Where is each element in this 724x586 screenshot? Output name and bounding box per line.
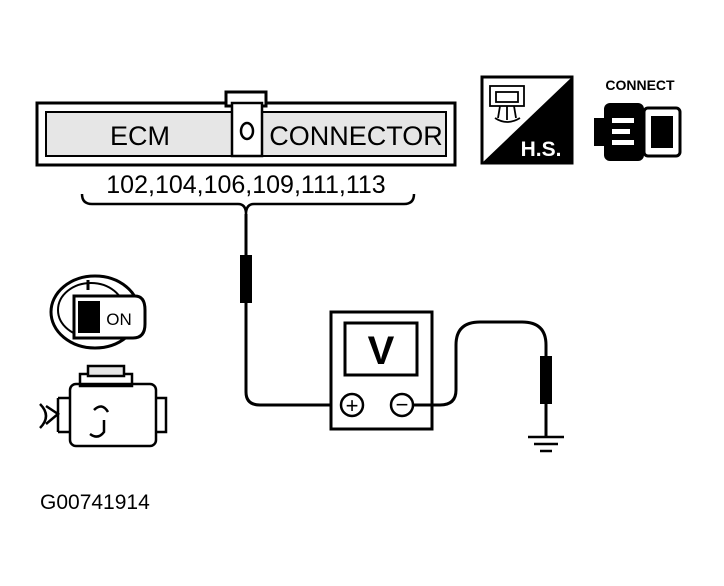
harness-side-badge: H.S. xyxy=(480,75,574,165)
ignition-on-label: ON xyxy=(106,310,132,329)
negative-probe xyxy=(540,356,552,404)
connector-lock-icon xyxy=(239,121,255,141)
connector-plug-icon xyxy=(594,103,682,161)
positive-probe xyxy=(240,255,252,303)
connector-title-label: CONNECTOR xyxy=(269,121,443,151)
ignition-key-icon: ON xyxy=(49,274,147,350)
figure-id: G00741914 xyxy=(40,491,150,514)
positive-terminal xyxy=(339,392,365,418)
negative-terminal-sign: − xyxy=(396,392,409,417)
ground-symbol-icon xyxy=(528,435,564,453)
connector-ecm-label: ECM xyxy=(110,121,170,151)
connect-badge: CONNECT xyxy=(594,77,682,161)
harness-side-label: H.S. xyxy=(521,138,562,161)
voltmeter-display xyxy=(343,321,419,377)
voltmeter: V + − xyxy=(329,310,434,431)
ecm-connector: ECM CONNECTOR xyxy=(35,90,457,167)
positive-lead xyxy=(240,214,338,407)
harness-connector-icon xyxy=(489,85,525,123)
connector-lock-window xyxy=(230,101,264,158)
engine-icon xyxy=(39,364,168,448)
voltmeter-label: V xyxy=(368,329,395,373)
negative-lead xyxy=(413,320,552,436)
connect-label: CONNECT xyxy=(605,77,675,93)
positive-terminal-sign: + xyxy=(346,393,359,418)
connector-pin-numbers: 102,104,106,109,111,113 xyxy=(106,171,385,199)
